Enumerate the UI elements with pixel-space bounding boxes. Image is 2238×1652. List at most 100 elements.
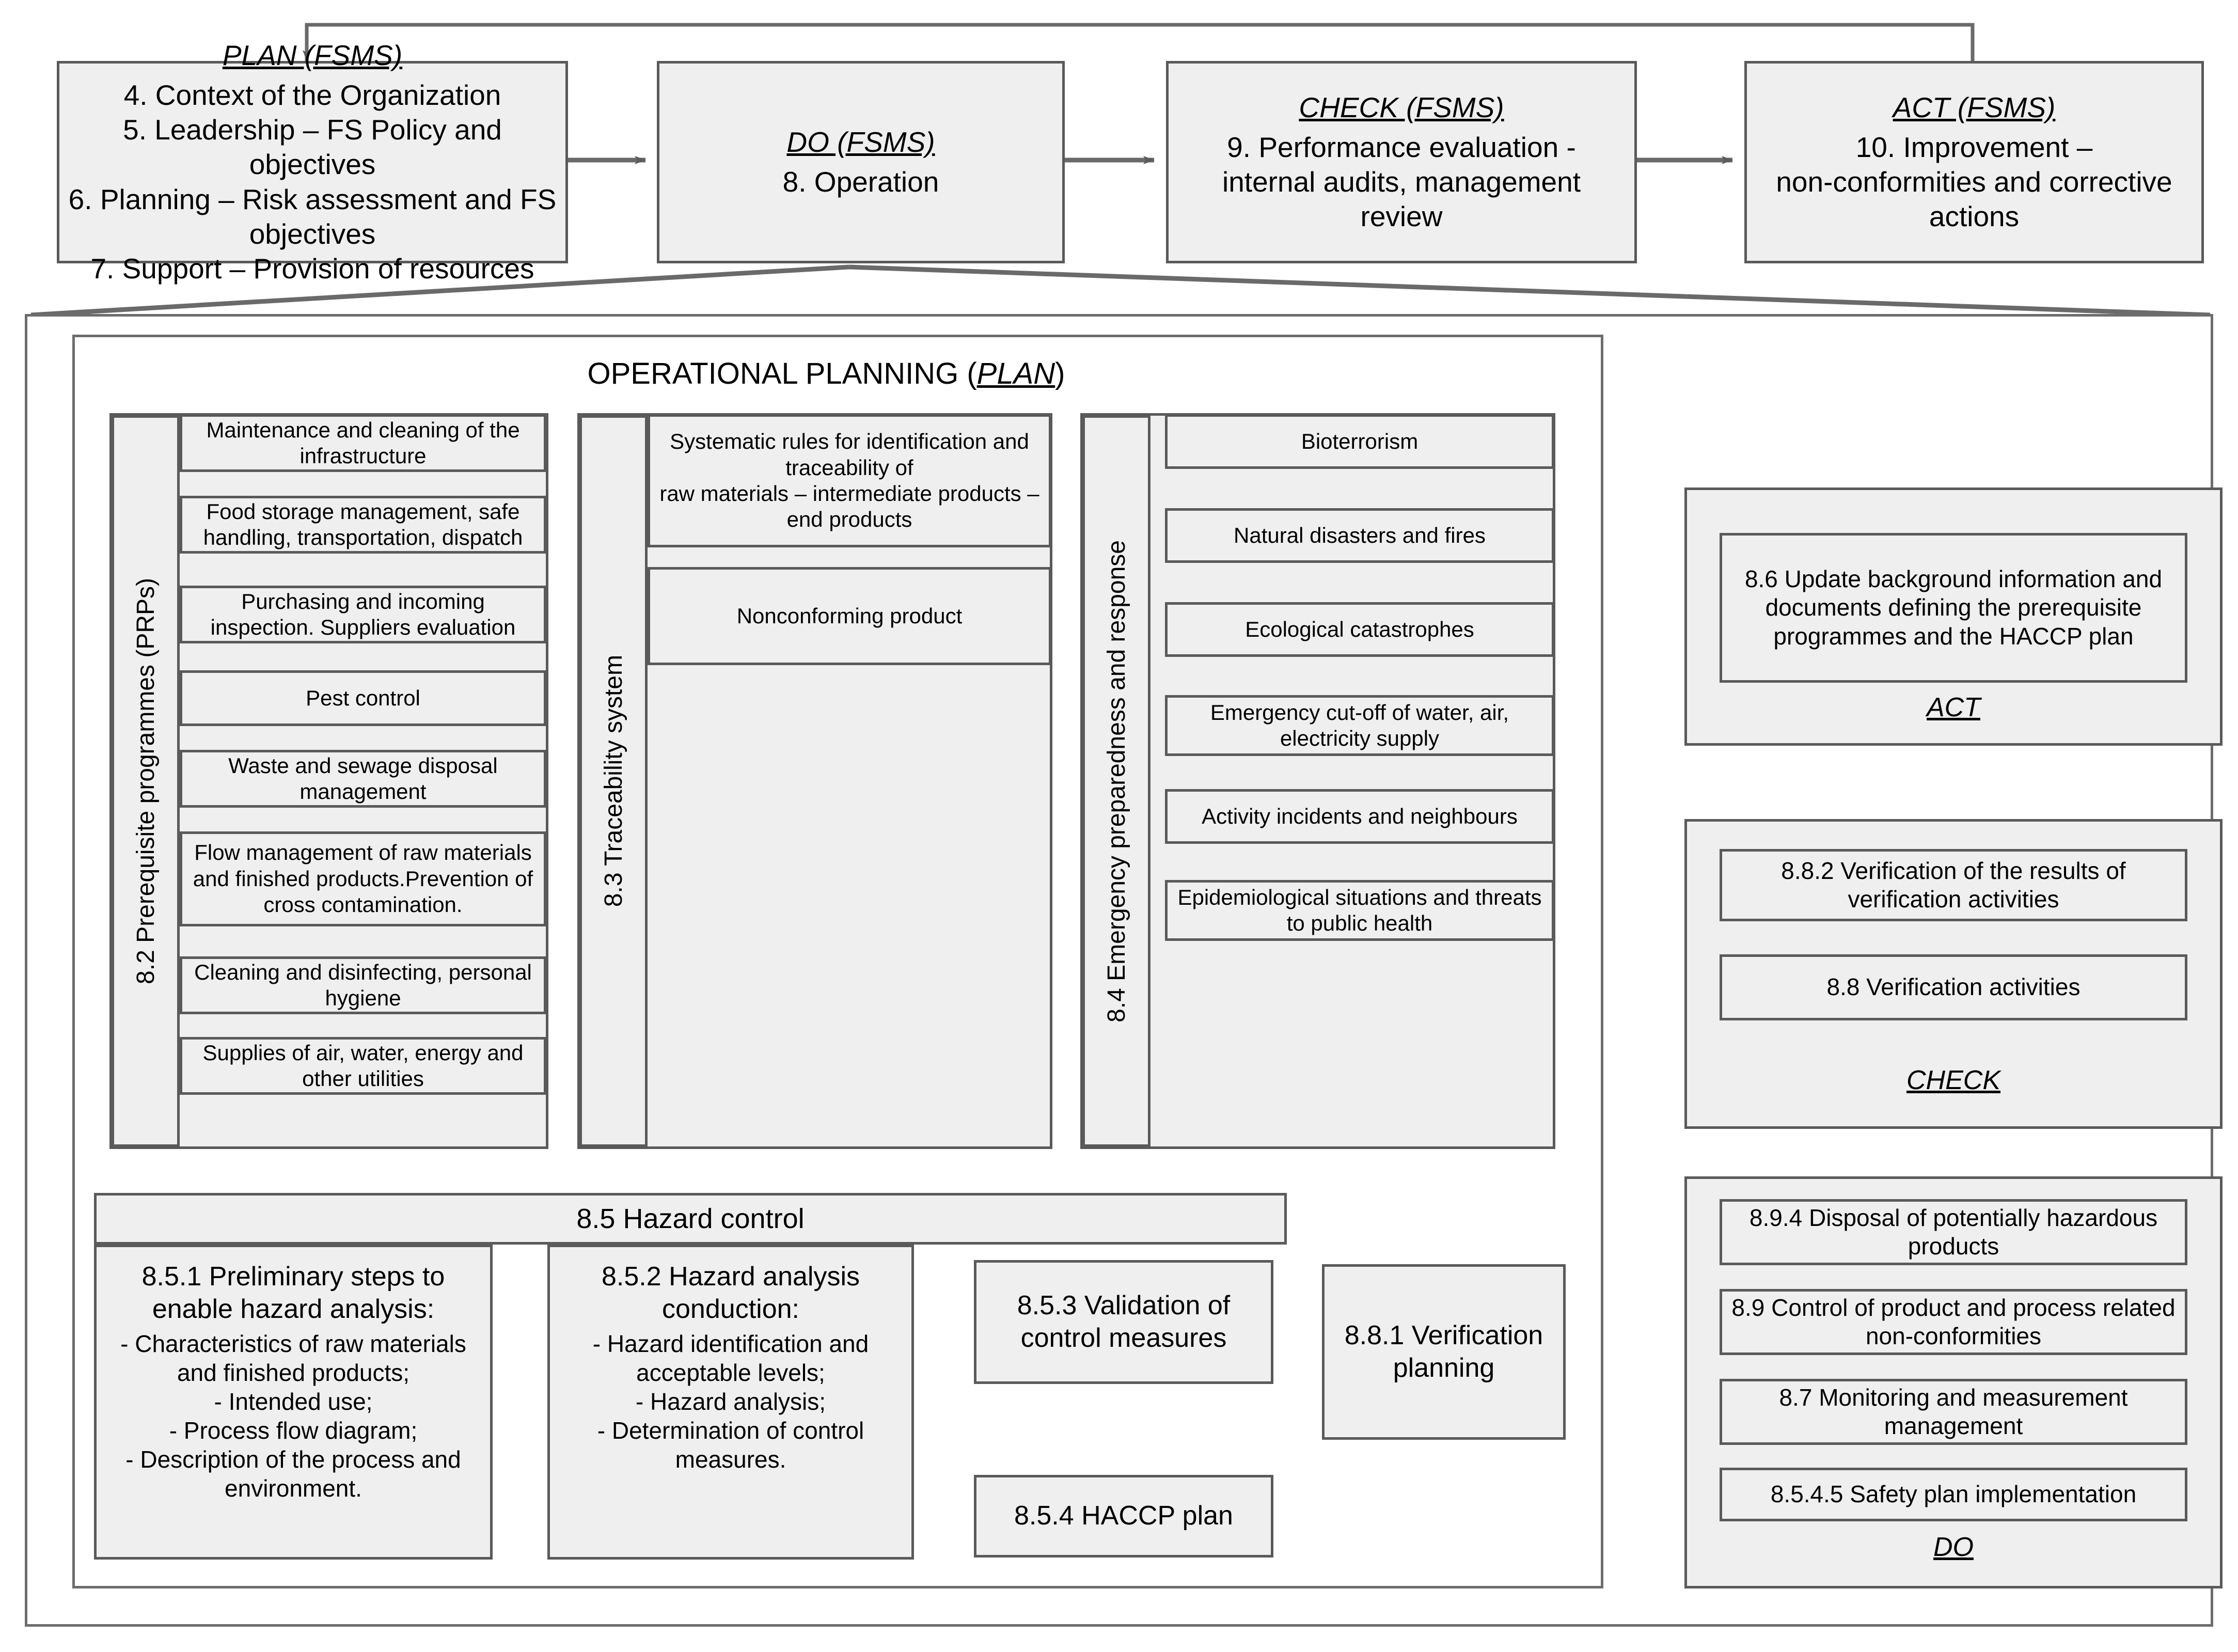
prp-item-5[interactable]: Waste and sewage disposal management xyxy=(180,750,546,808)
emergency-item-3-label: Ecological catastrophes xyxy=(1245,617,1474,641)
check-stage-label-text: CHECK xyxy=(1906,1065,2001,1095)
do-stage-label: DO xyxy=(1684,1532,2223,1563)
prp-item-1-label: Maintenance and cleaning of the infrastr… xyxy=(206,417,520,468)
prp-item-8[interactable]: Supplies of air, water, energy and other… xyxy=(180,1037,546,1095)
emergency-side-label-text: 8.4 Emergency preparedness and response xyxy=(1102,540,1130,1022)
emergency-item-3[interactable]: Ecological catastrophes xyxy=(1165,602,1554,657)
traceability-side-label: 8.3 Traceability system xyxy=(579,415,648,1147)
do-box-8-7-label: 8.7 Monitoring and measurement managemen… xyxy=(1779,1383,2128,1439)
check-box-8-8[interactable]: 8.8 Verification activities xyxy=(1720,954,2187,1020)
traceability-item-1[interactable]: Systematic rules for identification and … xyxy=(648,414,1051,547)
emergency-item-6[interactable]: Epidemiological situations and threats t… xyxy=(1165,880,1554,941)
prp-item-1[interactable]: Maintenance and cleaning of the infrastr… xyxy=(180,414,546,472)
hazard-step-8-5-2-bullet-1: - Hazard identification and acceptable l… xyxy=(592,1330,869,1386)
top-box-plan-line-4: objectives xyxy=(249,217,376,250)
emergency-item-4-label: Emergency cut-off of water, air, electri… xyxy=(1210,700,1509,750)
hazard-step-8-5-2-bullet-3: - Determination of control measures. xyxy=(597,1417,864,1473)
top-box-act-line-2: non-conformities and corrective xyxy=(1776,166,2172,198)
do-stage-label-text: DO xyxy=(1933,1532,1974,1562)
hazard-step-8-5-2[interactable]: 8.5.2 Hazard analysis conduction: - Haza… xyxy=(547,1245,914,1560)
hazard-step-8-5-1[interactable]: 8.5.1 Preliminary steps to enable hazard… xyxy=(94,1245,493,1560)
do-box-8-9-label: 8.9 Control of product and process relat… xyxy=(1731,1294,2176,1349)
top-box-check-line-2: internal audits, management xyxy=(1222,166,1581,198)
prp-item-5-label: Waste and sewage disposal management xyxy=(228,753,498,804)
top-box-do-line-1: 8. Operation xyxy=(782,166,939,198)
top-box-check-title: CHECK (FSMS) xyxy=(1299,91,1504,123)
op-title-prefix: OPERATIONAL PLANNING ( xyxy=(587,357,977,390)
act-box-8-6-label: 8.6 Update background information and do… xyxy=(1744,565,2163,650)
hazard-step-8-5-2-heading: 8.5.2 Hazard analysis conduction: xyxy=(601,1262,860,1325)
hazard-step-8-5-2-bullet-2: - Hazard analysis; xyxy=(635,1388,826,1415)
emergency-item-4[interactable]: Emergency cut-off of water, air, electri… xyxy=(1165,695,1554,756)
act-stage-label-text: ACT xyxy=(1927,693,1980,722)
emergency-item-6-label: Epidemiological situations and threats t… xyxy=(1177,885,1542,935)
hazard-step-8-8-1-heading: 8.8.1 Verification planning xyxy=(1344,1320,1543,1383)
prp-item-3[interactable]: Purchasing and incoming inspection. Supp… xyxy=(180,586,546,643)
do-box-8-5-4-5[interactable]: 8.5.4.5 Safety plan implementation xyxy=(1720,1468,2187,1521)
prp-item-4[interactable]: Pest control xyxy=(180,670,546,726)
emergency-item-1[interactable]: Bioterrorism xyxy=(1165,414,1554,469)
top-box-do-title: DO (FSMS) xyxy=(786,125,935,158)
top-box-plan-line-1: 4. Context of the Organization xyxy=(123,79,501,112)
op-title-em: PLAN xyxy=(976,357,1055,390)
check-box-8-8-2-label: 8.8.2 Verification of the results of ver… xyxy=(1781,857,2126,912)
prp-item-3-label: Purchasing and incoming inspection. Supp… xyxy=(210,589,516,639)
prp-item-7-label: Cleaning and disinfecting, personal hygi… xyxy=(194,959,532,1010)
top-box-act-line-3: actions xyxy=(1929,200,2020,233)
emergency-item-5[interactable]: Activity incidents and neighbours xyxy=(1165,789,1554,844)
hazard-step-8-8-1[interactable]: 8.8.1 Verification planning xyxy=(1322,1264,1566,1440)
hazard-control-header: 8.5 Hazard control xyxy=(94,1193,1287,1245)
do-box-8-9-4[interactable]: 8.9.4 Disposal of potentially hazardous … xyxy=(1720,1199,2187,1265)
top-box-plan-line-5: 7. Support – Provision of resources xyxy=(90,252,534,285)
operational-planning-title: OPERATIONAL PLANNING (PLAN) xyxy=(568,356,1084,391)
hazard-step-8-5-1-bullet-1: - Characteristics of raw materials and f… xyxy=(120,1330,466,1386)
top-box-check[interactable]: CHECK (FSMS) 9. Performance evaluation -… xyxy=(1166,61,1637,263)
op-title-suffix: ) xyxy=(1055,357,1065,390)
top-box-plan-line-2: 5. Leadership – FS Policy and objectives xyxy=(123,114,502,181)
act-box-8-6[interactable]: 8.6 Update background information and do… xyxy=(1720,533,2187,683)
hazard-step-8-5-4[interactable]: 8.5.4 HACCP plan xyxy=(974,1475,1273,1557)
hazard-step-8-5-1-bullet-3: - Process flow diagram; xyxy=(169,1417,418,1444)
top-box-check-line-3: review xyxy=(1360,200,1443,233)
prp-item-2[interactable]: Food storage management, safe handling, … xyxy=(180,496,546,554)
prp-item-4-label: Pest control xyxy=(306,685,420,710)
hazard-control-header-label: 8.5 Hazard control xyxy=(576,1203,805,1234)
emergency-item-2[interactable]: Natural disasters and fires xyxy=(1165,508,1554,563)
check-box-8-8-label: 8.8 Verification activities xyxy=(1826,973,2081,1001)
prp-item-8-label: Supplies of air, water, energy and other… xyxy=(202,1040,524,1091)
traceability-item-1-label: Systematic rules for identification and … xyxy=(659,429,1039,532)
do-box-8-7[interactable]: 8.7 Monitoring and measurement managemen… xyxy=(1720,1379,2187,1445)
emergency-item-1-label: Bioterrorism xyxy=(1301,429,1419,453)
act-stage-label: ACT xyxy=(1684,692,2223,723)
check-box-8-8-2[interactable]: 8.8.2 Verification of the results of ver… xyxy=(1720,849,2187,921)
top-box-act[interactable]: ACT (FSMS) 10. Improvement – non-conform… xyxy=(1744,61,2204,263)
emergency-side-label: 8.4 Emergency preparedness and response xyxy=(1082,415,1150,1147)
traceability-side-label-text: 8.3 Traceability system xyxy=(600,655,627,907)
do-box-8-9-4-label: 8.9.4 Disposal of potentially hazardous … xyxy=(1749,1204,2158,1260)
do-box-8-9[interactable]: 8.9 Control of product and process relat… xyxy=(1720,1289,2187,1355)
prp-item-7[interactable]: Cleaning and disinfecting, personal hygi… xyxy=(180,956,546,1014)
hazard-step-8-5-1-bullet-4: - Description of the process and environ… xyxy=(125,1446,461,1502)
hazard-step-8-5-3[interactable]: 8.5.3 Validation of control measures xyxy=(974,1260,1273,1384)
prp-item-6-label: Flow management of raw materials and fin… xyxy=(193,840,533,917)
check-stage-label: CHECK xyxy=(1684,1065,2223,1096)
prp-item-6[interactable]: Flow management of raw materials and fin… xyxy=(180,831,546,926)
top-box-plan[interactable]: PLAN (FSMS) 4. Context of the Organizati… xyxy=(57,39,568,285)
top-box-do[interactable]: DO (FSMS) 8. Operation xyxy=(657,61,1065,263)
prp-side-label: 8.2 Prerequisite programmes (PRPs) xyxy=(112,415,180,1147)
top-box-plan-line-3: 6. Planning – Risk assessment and FS xyxy=(68,183,557,215)
top-box-act-line-1: 10. Improvement – xyxy=(1855,131,2093,163)
prp-side-label-text: 8.2 Prerequisite programmes (PRPs) xyxy=(132,578,160,984)
traceability-item-2[interactable]: Nonconforming product xyxy=(648,567,1051,665)
top-box-plan-title: PLAN (FSMS) xyxy=(222,39,403,72)
traceability-item-2-label: Nonconforming product xyxy=(736,603,963,628)
hazard-step-8-5-1-bullet-2: - Intended use; xyxy=(214,1388,373,1415)
top-box-check-line-1: 9. Performance evaluation - xyxy=(1227,131,1576,163)
top-box-act-title: ACT (FSMS) xyxy=(1893,91,2056,123)
hazard-step-8-5-4-heading: 8.5.4 HACCP plan xyxy=(1014,1501,1233,1531)
hazard-step-8-5-3-heading: 8.5.3 Validation of control measures xyxy=(1017,1290,1231,1353)
emergency-item-2-label: Natural disasters and fires xyxy=(1234,523,1486,547)
emergency-item-5-label: Activity incidents and neighbours xyxy=(1202,804,1518,828)
hazard-step-8-5-1-heading: 8.5.1 Preliminary steps to enable hazard… xyxy=(141,1262,445,1325)
